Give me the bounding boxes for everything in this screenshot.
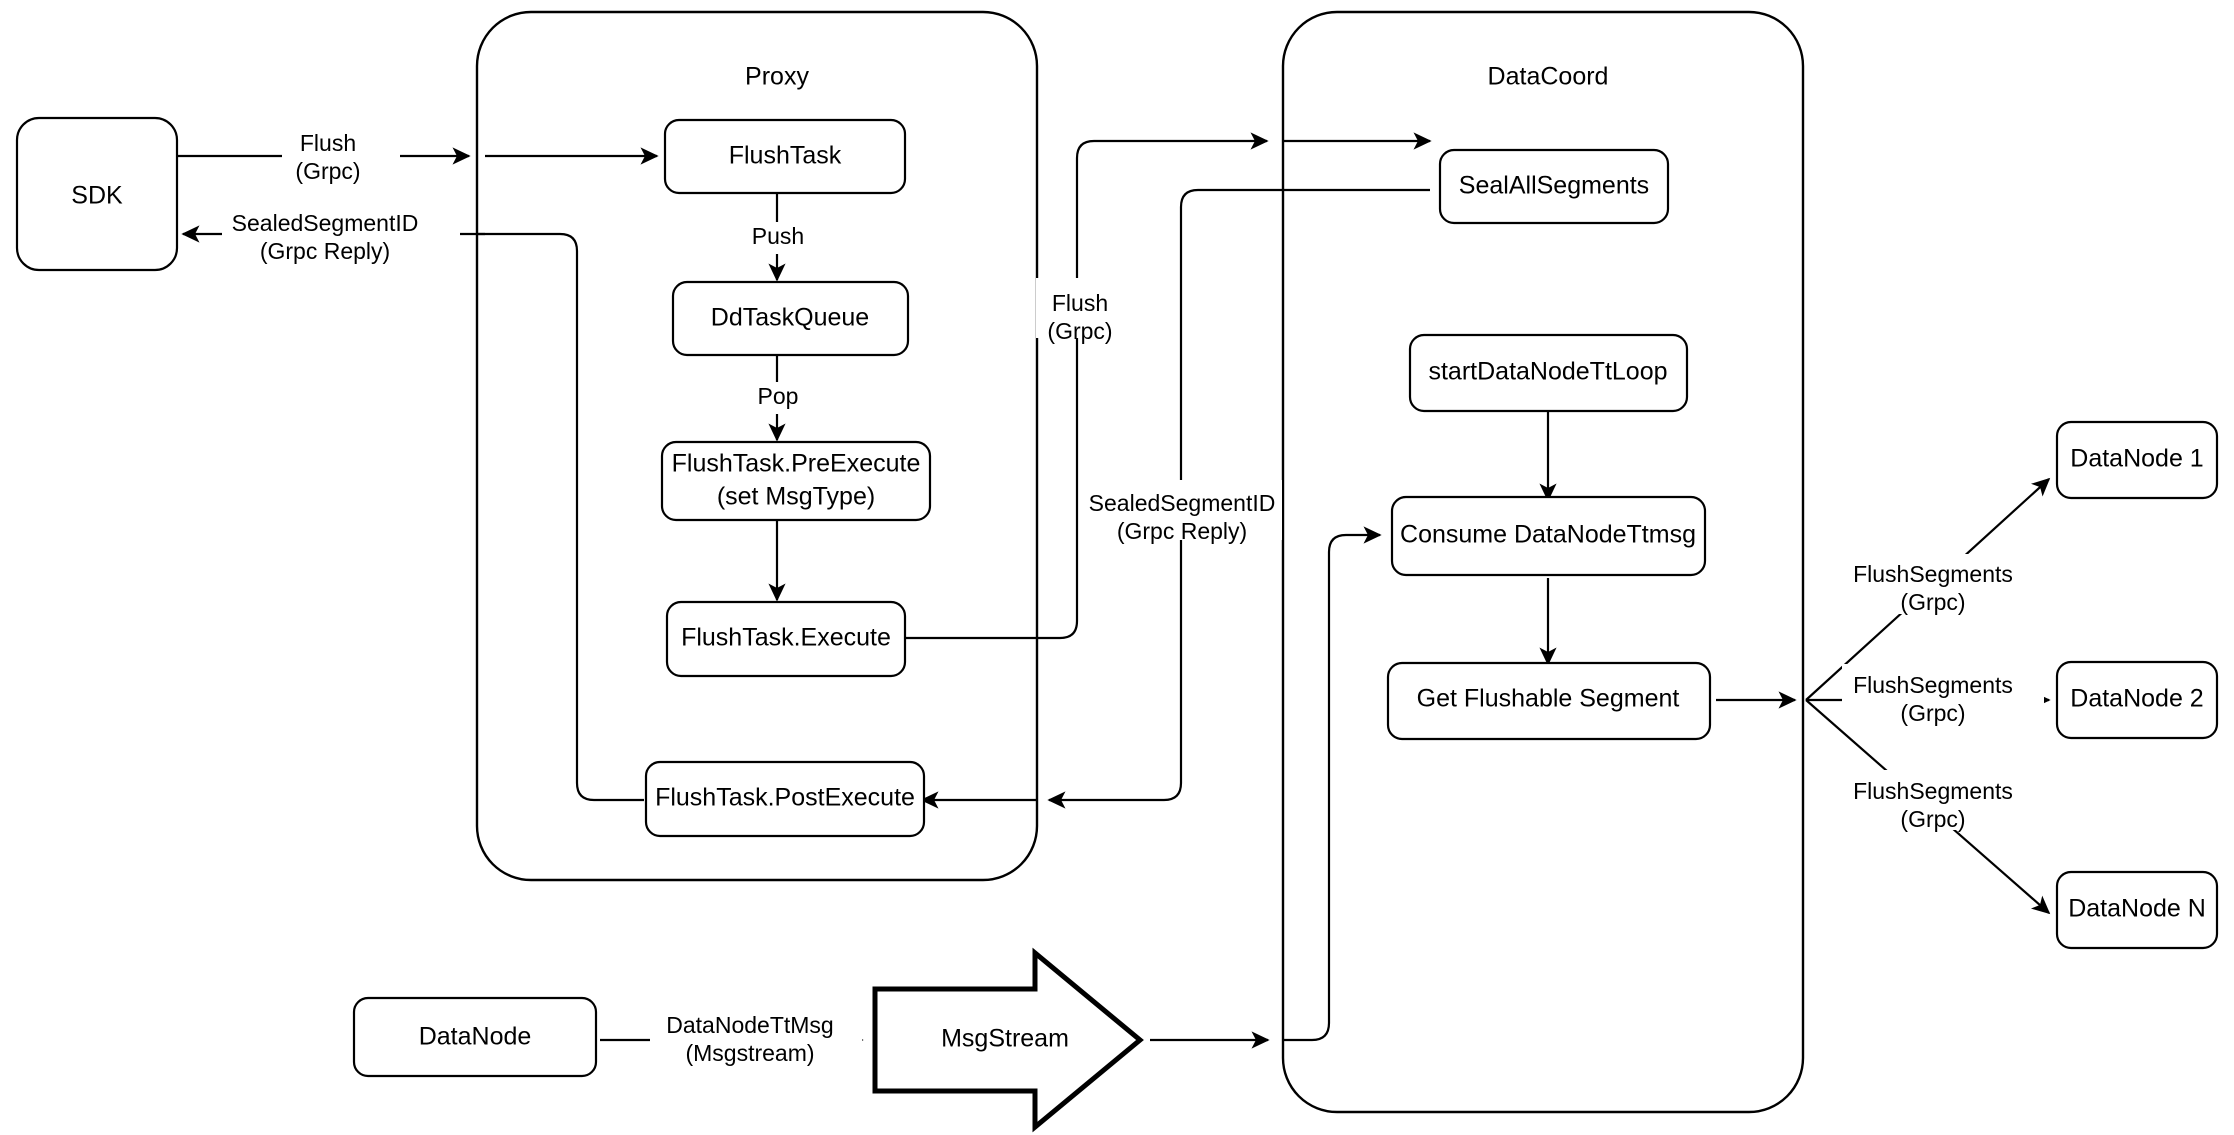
- edge-label-datacoord-to-proxy: SealedSegmentID (Grpc Reply): [1084, 480, 1282, 544]
- proxy-container-label: Proxy: [745, 63, 809, 91]
- proxy-container-outline: [475, 10, 1039, 882]
- label-bg-fs2: [1842, 664, 2044, 724]
- datacoord-container-label: DataCoord: [1488, 63, 1609, 91]
- edge-label-sdk-to-proxy-line1: Flush: [300, 130, 356, 156]
- label-bg-5: [650, 1010, 862, 1070]
- edge-label-push-text: Push: [752, 223, 804, 249]
- node-flushtask-postexecute[interactable]: FlushTask.PostExecute: [644, 760, 926, 838]
- node-datanode-1[interactable]: DataNode 1: [2055, 420, 2219, 500]
- edge-label-sdk-to-proxy-line2: (Grpc): [295, 158, 360, 184]
- label-bg-fsn: [1842, 770, 2044, 830]
- datanode2-label: DataNode 2: [2070, 685, 2203, 713]
- container-datacoord: DataCoord: [1281, 10, 1805, 1114]
- msgstream-label: MsgStream: [941, 1025, 1069, 1053]
- label-bg-3: [1036, 278, 1154, 338]
- edge-label-datanode-ttmsg-line2: (Msgstream): [685, 1040, 814, 1066]
- edge-label-push: Push: [736, 222, 820, 254]
- datanode1-box[interactable]: [2055, 420, 2219, 500]
- consumedatanodettmsg-label: Consume DataNodeTtmsg: [1400, 521, 1696, 549]
- edge-label-pop: Pop: [742, 382, 814, 414]
- node-flushtask[interactable]: FlushTask: [663, 118, 907, 195]
- label-bg-1: [282, 128, 400, 186]
- datanode-source-label: DataNode: [419, 1023, 532, 1051]
- datanoden-label: DataNode N: [2068, 895, 2206, 923]
- edge-label-pop-text: Pop: [758, 383, 799, 409]
- execute-box[interactable]: [665, 600, 907, 678]
- label-bg-push: [736, 222, 820, 254]
- edge-label-sdk-to-proxy: Flush (Grpc): [282, 128, 400, 186]
- edge-execute-to-datacoord-flush: [906, 132, 1269, 640]
- flushtask-box[interactable]: [663, 118, 907, 195]
- edge-label-flushsegments-n-line1: FlushSegments: [1853, 778, 2013, 804]
- label-bg-fs1: [1842, 554, 2044, 614]
- label-bg-4: [1084, 480, 1282, 540]
- node-ddtaskqueue[interactable]: DdTaskQueue: [671, 280, 910, 357]
- sdk-label: SDK: [71, 182, 123, 210]
- startdatanodettloop-label: startDataNodeTtLoop: [1428, 358, 1667, 386]
- edge-label-flushsegments-2: FlushSegments (Grpc): [1842, 664, 2044, 726]
- node-msgstream[interactable]: MsgStream: [872, 947, 1144, 1133]
- consumedatanodettmsg-box[interactable]: [1390, 495, 1707, 577]
- edge-label-flushsegments-n-line2: (Grpc): [1900, 806, 1965, 832]
- edge-sealallsegments-to-proxy-reply: [1047, 188, 1430, 809]
- edge-label-proxy-to-datacoord-line2: (Grpc): [1047, 318, 1112, 344]
- node-datanode-source[interactable]: DataNode: [352, 996, 598, 1078]
- startdatanodettloop-box[interactable]: [1408, 333, 1689, 413]
- edge-label-proxy-to-datacoord-line1: Flush: [1052, 290, 1108, 316]
- edge-label-flushsegments-1-line1: FlushSegments: [1853, 561, 2013, 587]
- edge-label-proxy-to-sdk-line1: SealedSegmentID: [232, 210, 419, 236]
- node-flushtask-execute[interactable]: FlushTask.Execute: [665, 600, 907, 678]
- node-start-datanode-ttloop[interactable]: startDataNodeTtLoop: [1408, 333, 1689, 413]
- sealallsegments-box[interactable]: [1438, 148, 1670, 225]
- edge-label-flushsegments-1-line2: (Grpc): [1900, 589, 1965, 615]
- edge-label-flushsegments-2-line1: FlushSegments: [1853, 672, 2013, 698]
- datanode2-box[interactable]: [2055, 660, 2219, 740]
- label-bg-2: [222, 206, 460, 264]
- postexecute-box[interactable]: [644, 760, 926, 838]
- preexecute-box[interactable]: [660, 440, 932, 522]
- node-flushtask-preexecute[interactable]: FlushTask.PreExecute (set MsgType): [660, 440, 932, 522]
- datacoord-container-outline: [1281, 10, 1805, 1114]
- node-consume-datanode-ttmsg[interactable]: Consume DataNodeTtmsg: [1390, 495, 1707, 577]
- ddtaskqueue-label: DdTaskQueue: [711, 304, 869, 332]
- edge-label-proxy-to-sdk: SealedSegmentID (Grpc Reply): [222, 206, 460, 264]
- container-proxy: Proxy: [475, 10, 1039, 882]
- ddtaskqueue-box[interactable]: [671, 280, 910, 357]
- edge-label-datanode-ttmsg-line1: DataNodeTtMsg: [666, 1012, 833, 1038]
- edge-label-datanode-ttmsg: DataNodeTtMsg (Msgstream): [650, 1010, 862, 1070]
- getflushablesegment-box[interactable]: [1386, 661, 1712, 741]
- label-bg-pop: [742, 382, 814, 414]
- node-sealallsegments[interactable]: SealAllSegments: [1438, 148, 1670, 225]
- postexecute-label: FlushTask.PostExecute: [655, 784, 915, 812]
- preexecute-label-line1: FlushTask.PreExecute: [672, 450, 921, 478]
- edge-label-proxy-to-sdk-line2: (Grpc Reply): [260, 238, 390, 264]
- execute-label: FlushTask.Execute: [681, 624, 891, 652]
- edge-label-proxy-to-datacoord: Flush (Grpc): [1036, 278, 1154, 344]
- edge-postexecute-to-sdkreply: [478, 232, 644, 802]
- node-sdk[interactable]: SDK: [15, 116, 179, 272]
- node-datanode-2[interactable]: DataNode 2: [2055, 660, 2219, 740]
- getflushablesegment-label: Get Flushable Segment: [1417, 685, 1680, 713]
- edge-label-flushsegments-2-line2: (Grpc): [1900, 700, 1965, 726]
- preexecute-label-line2: (set MsgType): [717, 483, 875, 511]
- msgstream-arrow-shape[interactable]: [872, 947, 1144, 1133]
- datanoden-box[interactable]: [2055, 870, 2219, 950]
- sealallsegments-label: SealAllSegments: [1459, 172, 1649, 200]
- datanode1-label: DataNode 1: [2070, 445, 2203, 473]
- edge-datacoordborder-to-consume: [1283, 526, 1382, 1042]
- sdk-box[interactable]: [15, 116, 179, 272]
- datanode-source-box[interactable]: [352, 996, 598, 1078]
- edge-label-flushsegments-1: FlushSegments (Grpc): [1842, 554, 2044, 615]
- node-datanode-n[interactable]: DataNode N: [2055, 870, 2219, 950]
- edge-label-datacoord-to-proxy-line2: (Grpc Reply): [1117, 518, 1247, 544]
- edge-label-flushsegments-n: FlushSegments (Grpc): [1842, 770, 2044, 832]
- edge-label-datacoord-to-proxy-line1: SealedSegmentID: [1089, 490, 1276, 516]
- node-get-flushable-segment[interactable]: Get Flushable Segment: [1386, 661, 1712, 741]
- flushtask-label: FlushTask: [729, 142, 842, 170]
